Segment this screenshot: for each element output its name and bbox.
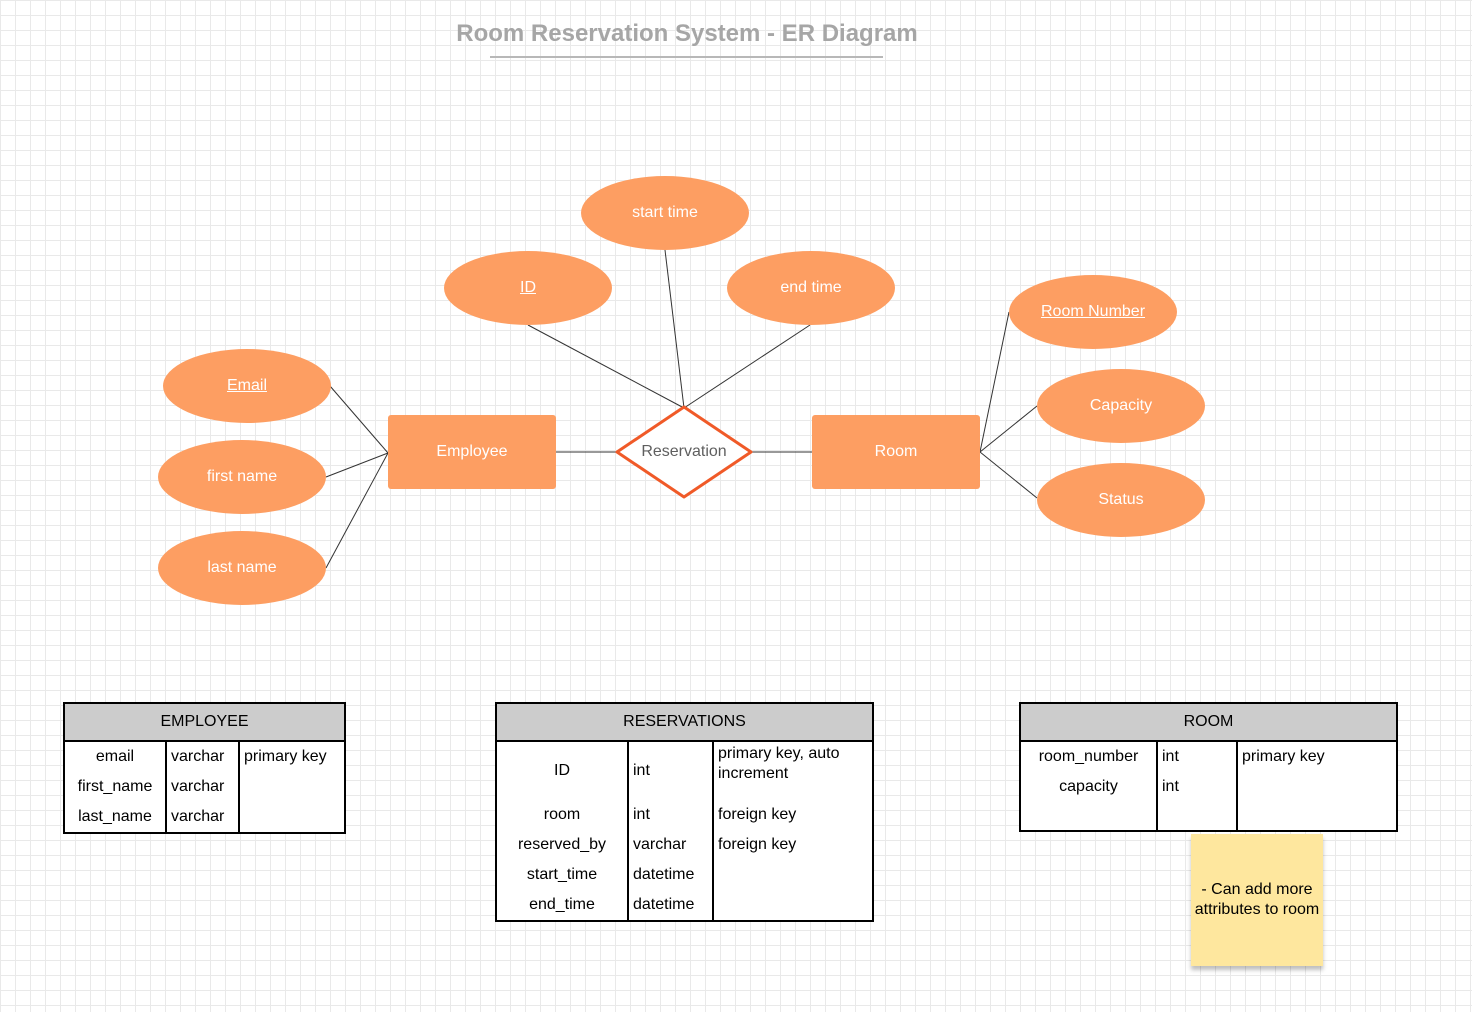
attribute-last-name-label: last name <box>207 559 277 576</box>
reservations-table[interactable]: RESERVATIONS ID room reserved_by start_t… <box>495 702 874 922</box>
column-type: varchar <box>171 778 225 795</box>
connector-capacity <box>979 405 1038 453</box>
attribute-end-time-label: end time <box>780 279 842 296</box>
connector-last-name <box>325 452 389 569</box>
column-note: foreign key <box>718 836 797 853</box>
column-types: varchar varchar varchar <box>165 741 239 833</box>
column-type: int <box>1162 748 1179 765</box>
employee-table[interactable]: EMPLOYEE email first_name last_name varc… <box>63 702 346 834</box>
entity-room[interactable]: Room <box>812 415 980 489</box>
attribute-status[interactable]: Status <box>1037 463 1205 537</box>
room-table[interactable]: ROOM room_number capacity int int primar… <box>1019 702 1398 832</box>
column-notes: primary key, auto increment foreign key … <box>712 741 873 921</box>
diagram-title: Room Reservation System - ER Diagram <box>456 20 918 47</box>
sticky-note[interactable]: - Can add more attributes to room <box>1191 834 1323 966</box>
column-name: capacity <box>1059 778 1118 795</box>
column-type: datetime <box>633 866 695 883</box>
connector-start-time <box>664 249 685 409</box>
column-note: primary key <box>244 748 327 765</box>
connector-first-name <box>325 452 389 478</box>
column-type: int <box>633 762 650 779</box>
column-name: first_name <box>77 778 153 795</box>
attribute-id-label: ID <box>520 279 536 296</box>
column-names: room_number capacity <box>1020 741 1157 831</box>
column-type: int <box>1162 778 1179 795</box>
column-name: ID <box>554 762 570 779</box>
connector-room-number <box>979 311 1010 453</box>
column-notes: primary key <box>238 741 345 833</box>
column-name: room <box>543 806 581 823</box>
attribute-room-number-label: Room Number <box>1040 303 1146 320</box>
column-type: datetime <box>633 896 695 913</box>
column-name: end_time <box>529 896 595 913</box>
entity-employee-label: Employee <box>436 443 508 460</box>
attribute-last-name[interactable]: last name <box>158 531 326 605</box>
relationship-label: Reservation <box>641 443 727 460</box>
table-header: ROOM <box>1020 703 1397 742</box>
attribute-start-time[interactable]: start time <box>581 176 749 250</box>
sticky-note-text: - Can add more attributes to room <box>1194 881 1320 918</box>
table-header: RESERVATIONS <box>496 703 873 742</box>
attribute-id[interactable]: ID <box>444 251 612 325</box>
connector-status <box>979 451 1038 499</box>
attribute-status-label: Status <box>1098 491 1144 508</box>
table-header: EMPLOYEE <box>64 703 345 742</box>
column-types: int int <box>1156 741 1237 831</box>
connector-email <box>329 385 389 454</box>
column-name: room_number <box>1038 748 1139 765</box>
column-note: foreign key <box>718 806 797 823</box>
attribute-email[interactable]: Email <box>163 349 331 423</box>
column-type: varchar <box>171 748 225 765</box>
column-name: email <box>95 748 135 765</box>
column-names: ID room reserved_by start_time end_time <box>496 741 628 921</box>
title-underline <box>490 56 883 58</box>
connector-id <box>527 324 685 409</box>
column-types: int int varchar datetime datetime <box>627 741 713 921</box>
attribute-first-name[interactable]: first name <box>158 440 326 514</box>
attribute-room-number[interactable]: Room Number <box>1009 275 1177 349</box>
column-type: varchar <box>171 808 225 825</box>
column-type: int <box>633 806 650 823</box>
entity-room-label: Room <box>874 443 918 460</box>
attribute-first-name-label: first name <box>206 468 278 485</box>
column-name: reserved_by <box>517 836 607 853</box>
column-note: primary key, auto increment <box>718 745 840 782</box>
column-note: primary key <box>1242 748 1325 765</box>
column-name: start_time <box>526 866 598 883</box>
attribute-start-time-label: start time <box>632 204 698 221</box>
column-name: last_name <box>78 808 152 825</box>
column-type: varchar <box>633 836 687 853</box>
connector-end-time <box>683 324 811 409</box>
attribute-end-time[interactable]: end time <box>727 251 895 325</box>
attribute-capacity-label: Capacity <box>1089 397 1153 414</box>
column-notes: primary key <box>1236 741 1397 831</box>
column-names: email first_name last_name <box>64 741 166 833</box>
attribute-capacity[interactable]: Capacity <box>1037 369 1205 443</box>
attribute-email-label: Email <box>226 377 267 394</box>
entity-employee[interactable]: Employee <box>388 415 556 489</box>
relationship-diamond <box>615 405 753 499</box>
